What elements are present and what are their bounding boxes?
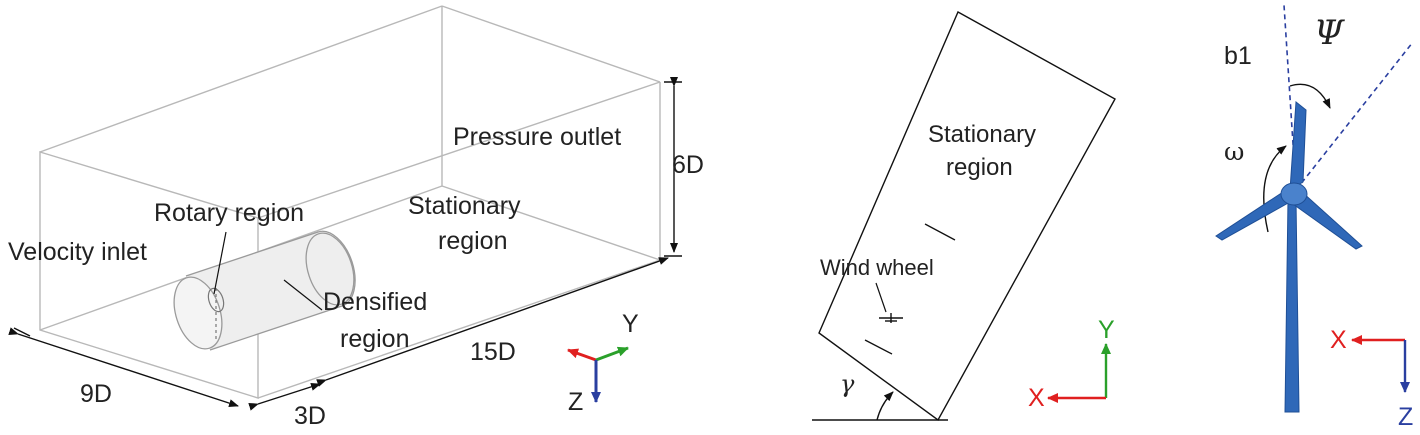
wind-wheel-label: Wind wheel [820,255,934,280]
coordinate-axes-middle [1047,343,1111,403]
stationary-region-label-line2: region [438,227,508,255]
coordinate-triad-left [567,346,629,403]
stationary-region-label-line1: Stationary [408,192,521,220]
wind-wheel-icon [879,313,903,323]
dim-6d-label: 6D [672,151,704,179]
psi-label: Ψ [1314,13,1345,53]
axis-x-label-middle: X [1028,384,1045,412]
omega-arc [1263,145,1287,233]
axis-z-label-left: Z [568,388,583,416]
b1-label: b1 [1224,42,1252,70]
velocity-inlet-label: Velocity inlet [8,238,147,266]
axis-y-label-middle: Y [1098,316,1115,344]
dim-9d-label: 9D [80,380,112,408]
densified-region-label-line2: region [340,325,410,353]
gamma-label: γ [840,370,855,398]
rotary-region-label: Rotary region [154,199,304,227]
axis-z-label-right: Z [1398,403,1413,431]
psi-arc [1289,83,1331,109]
dim-3d-label: 3D [294,402,326,430]
turbine [1215,101,1363,413]
pressure-outlet-label: Pressure outlet [453,123,621,151]
axis-x-label-right: X [1330,326,1347,354]
wind-wheel-leader [875,282,887,313]
stationary-region-mid-line1: Stationary [928,121,1036,148]
dim-15d-label: 15D [470,338,516,366]
omega-label: ω [1224,137,1244,166]
axis-y-label-left: Y [622,310,639,338]
tilted-domain [818,11,1116,422]
rotary-leader [213,231,227,295]
coordinate-axes-right [1351,335,1410,393]
region-marks [864,223,956,355]
dimension-lines [8,77,682,411]
densified-region-label-line1: Densified [323,288,427,316]
densified-leader [283,279,323,311]
stationary-region-mid-line2: region [946,154,1013,181]
gamma-arc [876,391,894,421]
